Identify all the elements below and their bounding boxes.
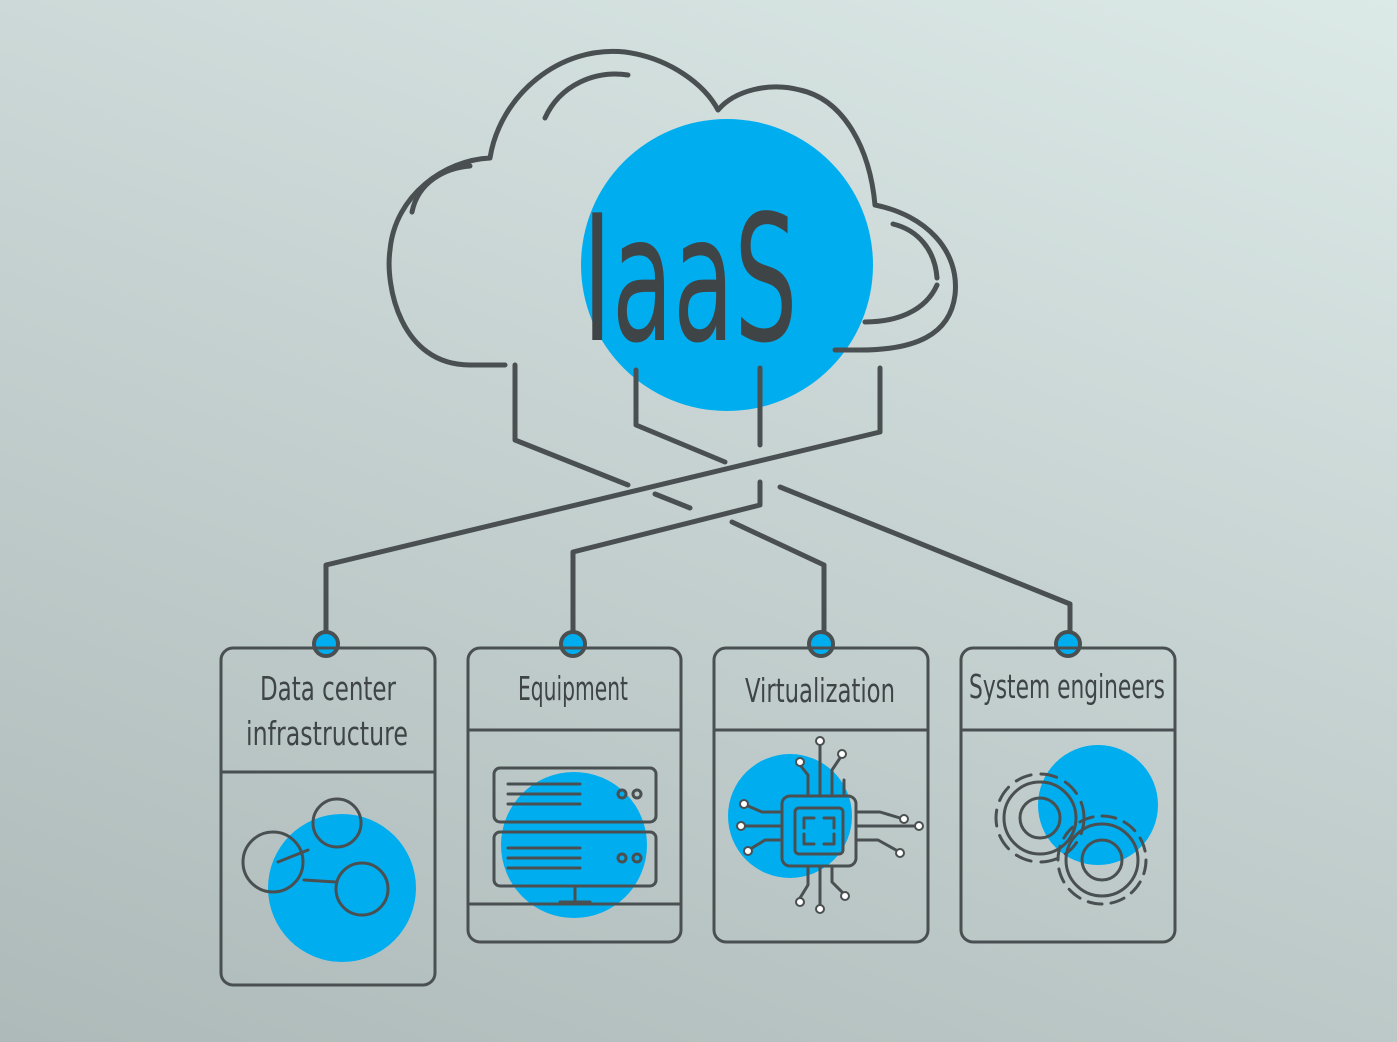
card-data-center: Data center infrastructure — [219, 646, 437, 987]
chip-icon — [736, 736, 924, 914]
card-label-line1: Data center — [260, 669, 396, 708]
gears-icon — [994, 772, 1148, 906]
page-title: IaaS — [583, 179, 798, 382]
share-icon — [241, 797, 390, 917]
connector-dots — [312, 630, 1082, 658]
card-label-line2: infrastructure — [246, 714, 408, 753]
card-virtualization: Virtualization — [712, 646, 930, 944]
title-accent-circle — [581, 119, 873, 411]
cloud-icon — [386, 48, 958, 368]
connector-lines — [323, 362, 1073, 643]
card-system-engineers: System engineers — [959, 646, 1177, 944]
card-label-line1: Virtualization — [745, 671, 895, 710]
card-label-line1: Equipment — [518, 669, 628, 708]
card-equipment: Equipment — [466, 646, 683, 944]
card-label-line1: System engineers — [969, 667, 1165, 706]
server-icon — [466, 766, 683, 906]
